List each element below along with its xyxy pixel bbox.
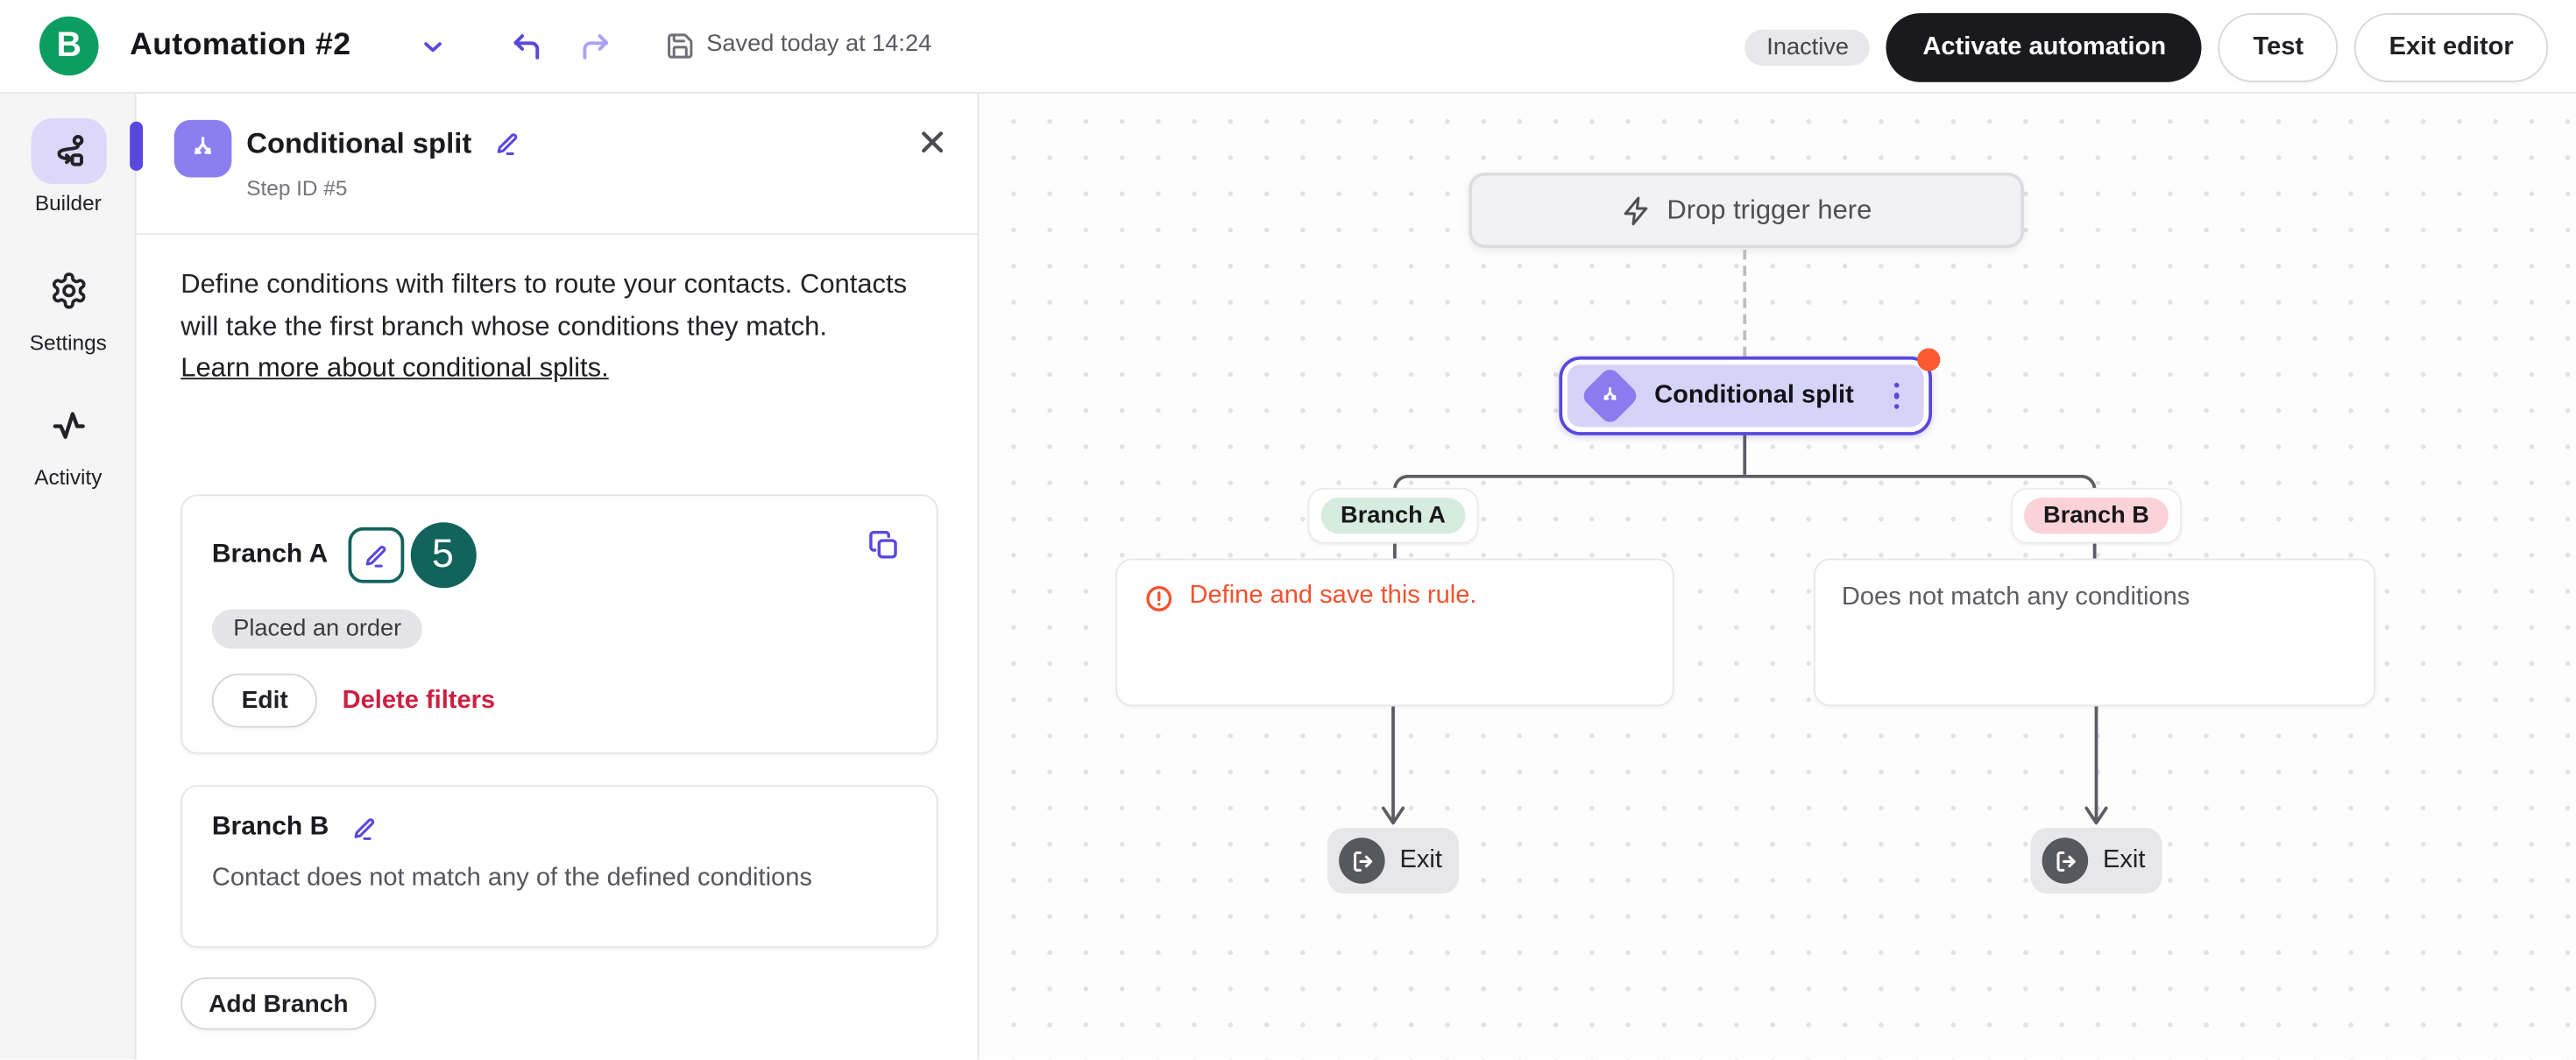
conditional-split-icon xyxy=(1580,365,1640,427)
branch-b-description: Contact does not match any of the define… xyxy=(211,864,812,893)
branch-a-card: Branch A 5 Placed an order Edit Delete f… xyxy=(180,494,938,754)
branch-a-name: Branch A xyxy=(211,540,329,569)
panel-description: Define conditions with filters to route … xyxy=(180,265,943,390)
node-title: Conditional split xyxy=(1654,381,1854,409)
description-text: Define conditions with filters to route … xyxy=(180,269,908,342)
save-icon xyxy=(665,32,695,61)
redo-icon[interactable] xyxy=(578,30,612,64)
automation-title: Automation #2 xyxy=(130,27,351,63)
sidebar-item-label: Settings xyxy=(29,329,107,355)
panel-header: Conditional split Step ID #5 xyxy=(136,94,978,236)
exit-node-a[interactable]: Exit xyxy=(1327,828,1459,894)
exit-label: Exit xyxy=(2103,845,2146,874)
edit-title-icon[interactable] xyxy=(493,130,521,158)
undo-icon[interactable] xyxy=(509,30,543,64)
step-id: Step ID #5 xyxy=(246,175,348,201)
edit-branch-b-button[interactable] xyxy=(350,814,379,842)
delete-filters-link[interactable]: Delete filters xyxy=(342,685,496,714)
sidebar-item-settings[interactable]: Settings xyxy=(0,258,137,355)
annotation-marker-5: 5 xyxy=(409,522,476,589)
exit-node-b[interactable]: Exit xyxy=(2030,828,2162,894)
drop-trigger-zone[interactable]: Drop trigger here xyxy=(1468,172,2024,249)
exit-editor-button[interactable]: Exit editor xyxy=(2354,12,2549,81)
learn-more-link[interactable]: Learn more about conditional splits. xyxy=(180,353,609,383)
edit-branch-a-button[interactable] xyxy=(347,526,404,583)
sidebar-item-builder[interactable]: Builder xyxy=(0,118,137,216)
brevo-logo: B xyxy=(39,16,99,76)
trigger-connector xyxy=(1743,250,1747,357)
chevron-down-icon[interactable] xyxy=(419,33,447,61)
node-connector xyxy=(1743,435,1747,475)
branch-connector xyxy=(1393,474,2097,559)
logout-icon xyxy=(1339,837,1385,884)
branch-a-warning-text: Define and save this rule. xyxy=(1189,581,1477,610)
copy-icon[interactable] xyxy=(867,529,901,562)
topbar: B Automation #2 Saved today at 14:24 Ina… xyxy=(0,0,2576,94)
saved-status: Saved today at 14:24 xyxy=(706,31,932,58)
exit-arrow-b xyxy=(2084,706,2108,825)
conditional-split-node[interactable]: Conditional split xyxy=(1559,348,1941,435)
activate-automation-button[interactable]: Activate automation xyxy=(1886,12,2203,81)
branch-a-rule-card[interactable]: Define and save this rule. xyxy=(1115,558,1674,707)
branch-b-name: Branch B xyxy=(211,813,329,841)
edit-filters-button[interactable]: Edit xyxy=(211,673,318,728)
drop-trigger-label: Drop trigger here xyxy=(1667,194,1872,224)
pencil-icon xyxy=(362,541,390,569)
test-button[interactable]: Test xyxy=(2219,12,2339,81)
branch-b-label[interactable]: Branch B xyxy=(2011,487,2182,544)
sidebar: Builder Settings Activity xyxy=(0,93,137,1060)
gear-icon xyxy=(31,258,106,323)
panel-title: Conditional split xyxy=(246,126,472,159)
node-menu-icon[interactable] xyxy=(1884,376,1909,416)
activity-icon xyxy=(31,392,106,458)
workflow-canvas[interactable]: Drop trigger here Conditional split Bran… xyxy=(980,93,2576,1060)
sidebar-item-label: Activity xyxy=(34,464,103,490)
status-badge: Inactive xyxy=(1744,28,1871,66)
selected-step-indicator xyxy=(130,121,144,171)
close-icon[interactable] xyxy=(915,125,949,159)
exit-label: Exit xyxy=(1399,845,1442,874)
sidebar-item-activity[interactable]: Activity xyxy=(0,392,137,490)
branch-b-card: Branch B Contact does not match any of t… xyxy=(180,785,938,948)
lightning-icon xyxy=(1621,194,1652,226)
conditional-split-icon xyxy=(173,119,232,178)
node-alert-dot xyxy=(1917,348,1941,371)
logout-icon xyxy=(2042,837,2089,884)
branch-a-label[interactable]: Branch A xyxy=(1307,487,1479,544)
branch-a-pill: Branch A xyxy=(1320,498,1466,534)
filter-tag: Placed an order xyxy=(211,609,423,649)
conditional-split-panel: Conditional split Step ID #5 Define cond… xyxy=(130,93,980,1060)
add-branch-button[interactable]: Add Branch xyxy=(180,977,377,1030)
branch-b-rule-card[interactable]: Does not match any conditions xyxy=(1814,558,2376,707)
branch-b-pill: Branch B xyxy=(2023,498,2169,534)
route-icon xyxy=(30,118,106,184)
branch-b-card-text: Does not match any conditions xyxy=(1841,583,2190,611)
exit-arrow-a xyxy=(1381,706,1405,825)
warning-icon xyxy=(1143,583,1175,615)
sidebar-item-label: Builder xyxy=(34,190,102,216)
logo-letter: B xyxy=(56,26,81,65)
